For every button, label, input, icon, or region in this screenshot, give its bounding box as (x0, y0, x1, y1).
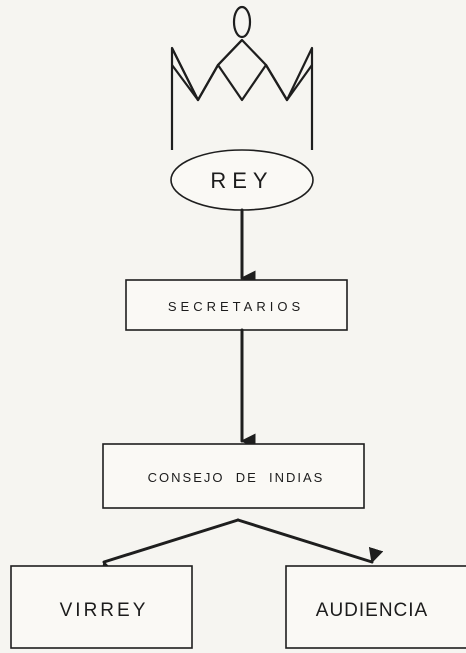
node-secretarios: SECRETARIOS (125, 279, 348, 331)
node-consejo-label: CONSEJO DE INDIAS (148, 470, 325, 485)
edge-consejo-virrey (100, 518, 240, 578)
edge-consejo-audiencia (236, 518, 384, 564)
node-rey: REY (170, 149, 314, 211)
crown-icon (170, 5, 314, 150)
node-virrey-label: VIRREY (60, 600, 149, 621)
node-rey-label: REY (210, 168, 273, 193)
node-audiencia-label: AUDIENCIA (316, 600, 428, 621)
node-audiencia: AUDIENCIA (285, 565, 466, 649)
node-virrey: VIRREY (10, 565, 193, 649)
node-consejo-de-indias: CONSEJO DE INDIAS (102, 443, 365, 509)
node-secretarios-label: SECRETARIOS (168, 299, 304, 314)
